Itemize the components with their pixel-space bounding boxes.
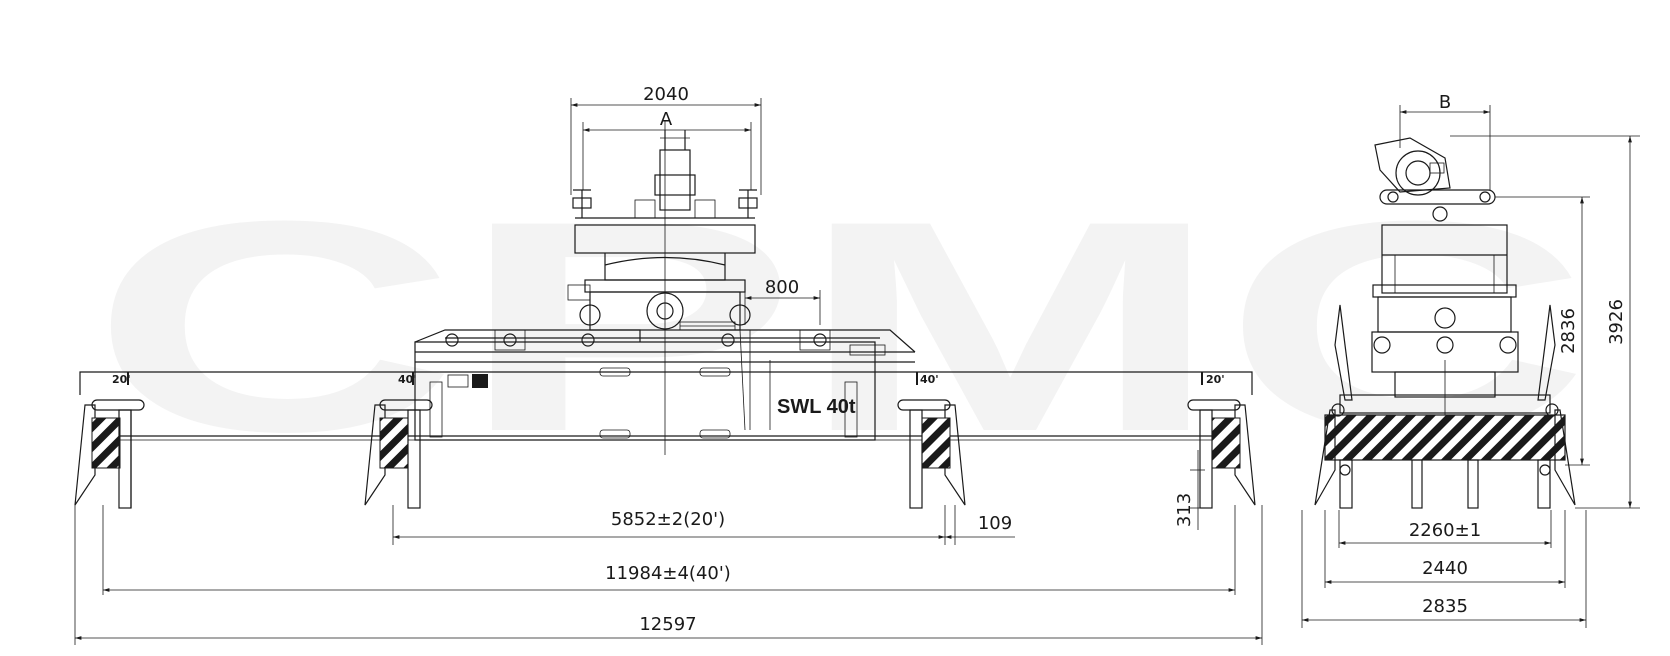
dim-3926: 3926	[1606, 299, 1627, 345]
dim-11984: 11984±4(40')	[605, 563, 731, 584]
dim-2835: 2835	[1422, 596, 1468, 617]
mark-40-left: 40'	[398, 373, 417, 386]
dim-5852: 5852±2(20')	[611, 509, 725, 530]
mark-20-right: 20'	[1206, 373, 1225, 386]
dim-A: A	[660, 109, 673, 130]
dim-2440: 2440	[1422, 558, 1468, 579]
guide-arm-right-40	[897, 399, 966, 509]
front-view: SWL 40t 20'	[74, 84, 1263, 645]
guide-arm-left-20	[74, 399, 145, 509]
dim-B: B	[1439, 92, 1451, 113]
mark-40-right: 40'	[920, 373, 939, 386]
dim-2260: 2260±1	[1409, 520, 1481, 541]
mark-20-left: 20'	[112, 373, 131, 386]
dim-800: 800	[765, 277, 799, 298]
guide-arm-left-40	[364, 399, 433, 509]
dim-2836: 2836	[1558, 308, 1579, 354]
dim-313: 313	[1174, 493, 1195, 527]
guide-arm-right-20	[1187, 399, 1256, 509]
dim-2040: 2040	[643, 84, 689, 105]
side-view: B 3926 2836 2260±1 2440 2835	[1301, 92, 1640, 628]
swl-label: SWL 40t	[777, 396, 856, 418]
dim-12597: 12597	[639, 614, 696, 635]
dim-109: 109	[978, 513, 1012, 534]
